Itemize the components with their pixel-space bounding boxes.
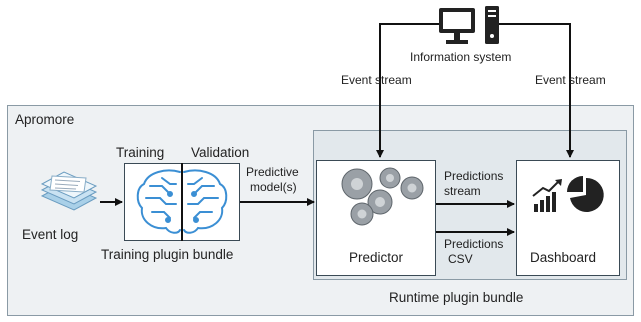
- dashboard-label: Dashboard: [530, 250, 597, 265]
- predictions-stream-label-line1: Predictions: [444, 169, 504, 183]
- training-label: Training: [116, 145, 165, 160]
- dashboard-box: [516, 160, 620, 276]
- validation-label: Validation: [191, 145, 250, 160]
- brain-circuit-icon: [136, 169, 228, 234]
- event-stream-left-label: Event stream: [341, 73, 412, 87]
- information-system-label: Information system: [410, 50, 512, 64]
- pie-chart-icon: [567, 176, 604, 212]
- computer-icon: [439, 8, 475, 44]
- apromore-label: Apromore: [15, 112, 75, 127]
- predictions-csv-label-line1: Predictions: [444, 237, 504, 251]
- event-stream-right-label: Event stream: [535, 73, 606, 87]
- server-tower-icon: [485, 6, 499, 44]
- predictions-stream-label-line2: stream: [444, 184, 481, 198]
- gears-icon: [341, 167, 424, 226]
- predictive-model-label-line1: Predictive: [246, 165, 299, 179]
- predictive-model-label-line2: model(s): [250, 180, 297, 194]
- event-stream-left-connector: [376, 23, 439, 158]
- training-plugin-bundle-label: Training plugin bundle: [101, 247, 234, 262]
- event-log-label: Event log: [22, 227, 79, 242]
- event-log-icon: [40, 171, 98, 211]
- predictor-label: Predictor: [349, 250, 404, 265]
- runtime-plugin-bundle-label: Runtime plugin bundle: [389, 290, 524, 305]
- bar-chart-icon: [532, 179, 562, 212]
- predictions-csv-label-line2: CSV: [448, 252, 473, 266]
- event-stream-right-connector: [499, 23, 574, 158]
